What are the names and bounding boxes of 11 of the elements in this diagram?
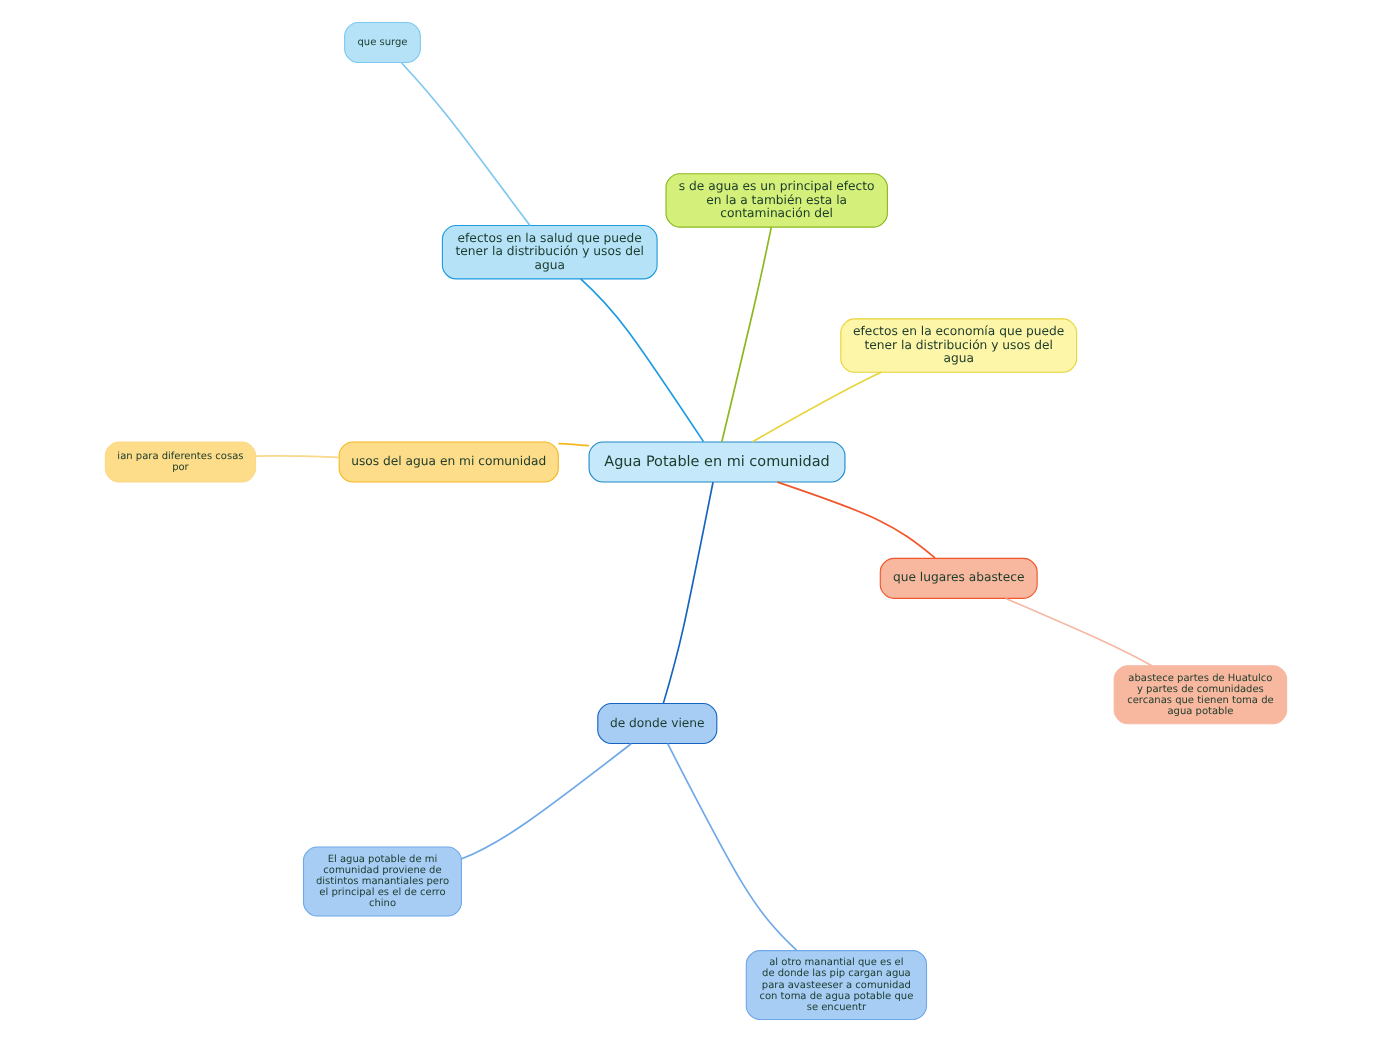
connector <box>666 741 798 951</box>
connector <box>254 454 340 458</box>
connector <box>721 225 773 442</box>
connector <box>776 480 936 558</box>
connector <box>1004 596 1153 666</box>
connector <box>557 441 590 446</box>
connector <box>751 370 883 442</box>
connector <box>579 277 705 442</box>
connector <box>460 741 633 859</box>
connector <box>400 60 531 226</box>
connector <box>662 480 714 703</box>
